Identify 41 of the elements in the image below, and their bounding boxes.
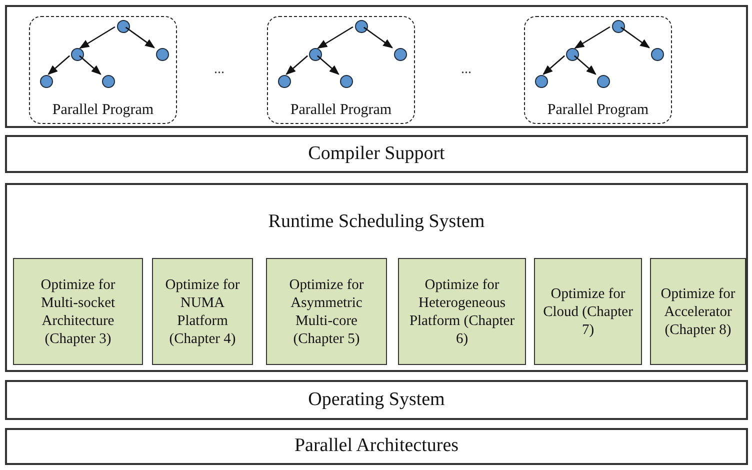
box-text: Optimize for Multi-socket Architecture (Chapter 3)	[40, 276, 116, 348]
arrow	[286, 55, 308, 75]
arrow	[363, 26, 394, 48]
box-title: Parallel Program	[51, 101, 155, 119]
arrow	[574, 26, 610, 49]
box-title: Parallel Architectures	[294, 434, 459, 458]
optimization-box	[534, 258, 642, 365]
layer-box	[5, 380, 748, 420]
optimization-box	[266, 258, 387, 365]
optimization-box	[152, 258, 253, 365]
box-title: Compiler Support	[308, 142, 445, 166]
box-title: Runtime Scheduling System	[267, 210, 486, 234]
box-text: Optimize for Accelerator (Chapter 8)	[660, 284, 736, 338]
layer-box	[5, 428, 748, 465]
arrow	[78, 55, 102, 75]
ellipsis-text: ...	[461, 62, 472, 78]
box-title: Parallel Program	[289, 101, 393, 119]
arrow	[316, 55, 340, 75]
optimization-box	[398, 258, 526, 365]
program-panel	[5, 5, 748, 128]
runtime-box	[5, 183, 748, 372]
layer-box	[5, 135, 748, 173]
program-box	[29, 16, 177, 124]
box-text: Optimize for Heterogeneous Platform (Chapter 6)	[408, 276, 516, 348]
arrow	[48, 55, 70, 75]
arrow	[79, 26, 116, 49]
box-title: Parallel Program	[546, 101, 650, 119]
arrow	[125, 26, 156, 48]
box-text: Optimize for NUMA Platform (Chapter 4)	[164, 276, 241, 348]
arrow	[620, 26, 650, 48]
box-title: Operating System	[308, 388, 445, 412]
optimization-box	[650, 258, 746, 365]
arrow	[542, 55, 566, 75]
box-text: Optimize for Cloud (Chapter 7)	[543, 284, 633, 338]
arrow	[317, 26, 354, 49]
arrow	[574, 55, 596, 75]
program-box	[524, 16, 672, 124]
program-box	[267, 16, 415, 124]
optimization-box	[13, 258, 143, 365]
ellipsis-text: ...	[214, 62, 224, 78]
box-text: Optimize for Asymmetric Multi-core (Chapter 5)	[288, 276, 365, 348]
